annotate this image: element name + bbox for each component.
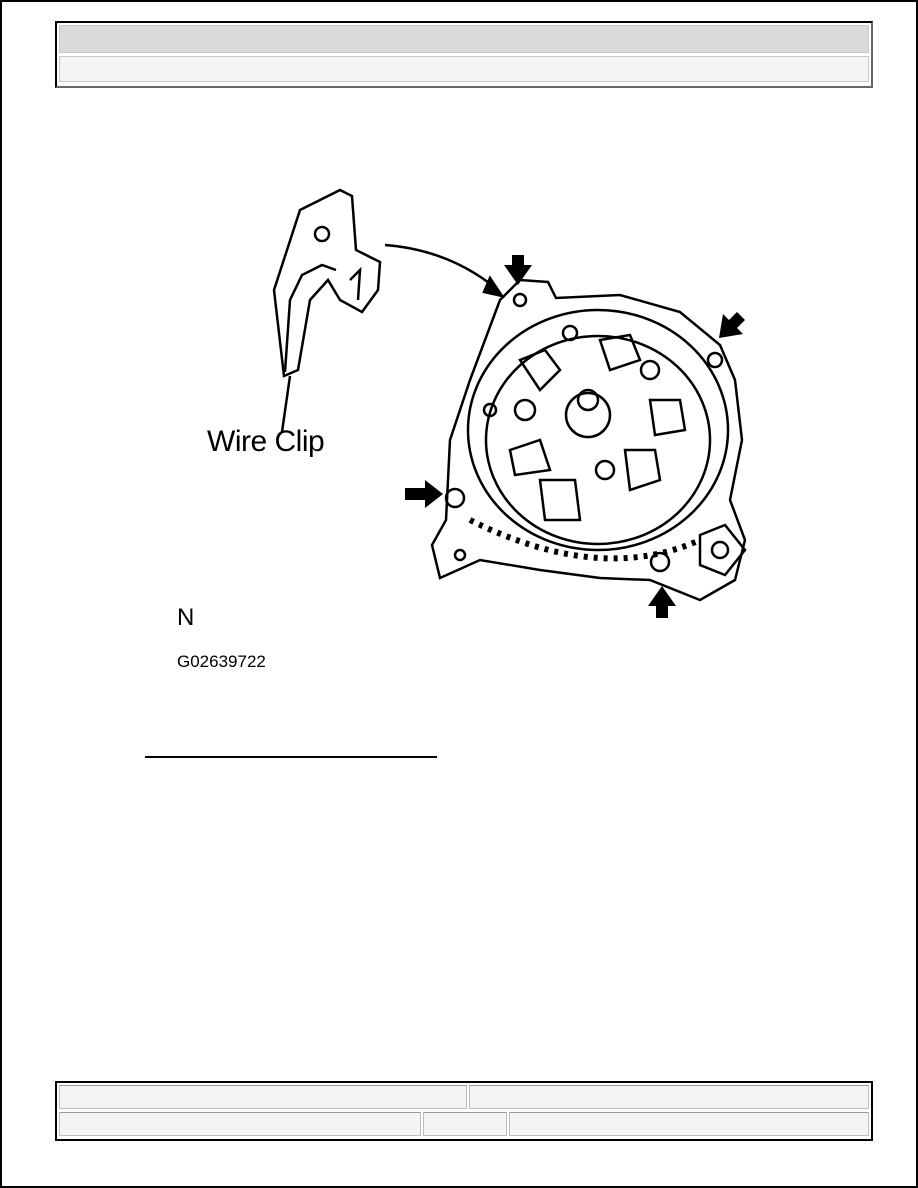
figure-code: G02639722 (177, 652, 266, 671)
alternator-drawing (430, 278, 747, 602)
divider (145, 756, 437, 758)
footer-table (55, 1081, 873, 1141)
footer-cell (423, 1112, 507, 1136)
footer-cell (59, 1085, 467, 1109)
footer-cell (469, 1085, 869, 1109)
footer-cell (59, 1112, 421, 1136)
pointer-arrow (384, 243, 499, 291)
wire-clip-label: Wire Clip (207, 425, 325, 458)
header-subtitle-cell (59, 56, 869, 82)
bolt-arrows (405, 255, 745, 618)
header-table (55, 21, 873, 88)
header-title-cell (59, 25, 869, 53)
alternator-illustration (272, 188, 747, 618)
orientation-mark: N (177, 604, 195, 631)
wire-clip-drawing (272, 188, 382, 433)
footer-cell (509, 1112, 869, 1136)
